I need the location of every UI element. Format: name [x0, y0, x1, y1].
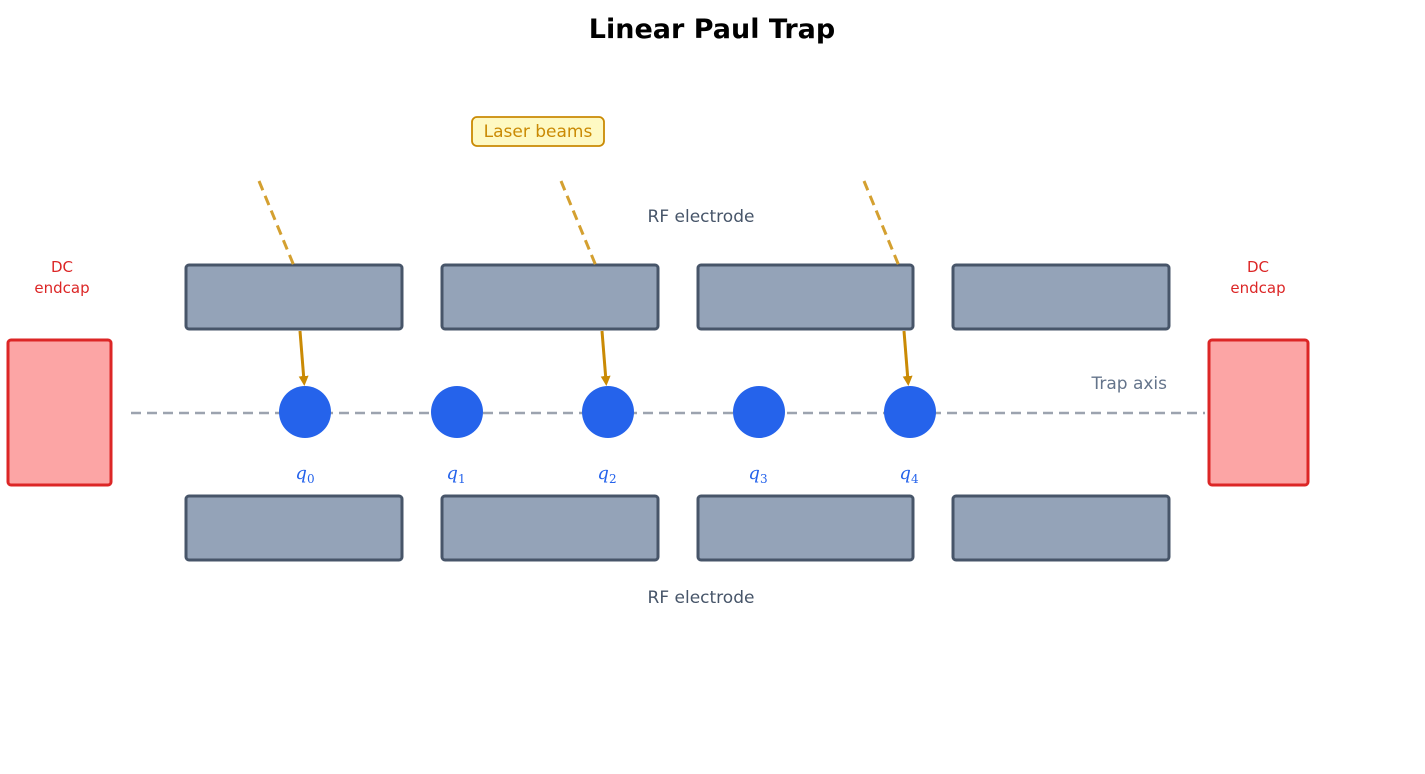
rf-electrode-top-segment: [951, 263, 1171, 331]
rf-electrode-top-label: RF electrode: [648, 207, 755, 227]
ion-q0: [279, 386, 331, 438]
laser-beam-4: [862, 180, 913, 386]
ion-label-subscript: 0: [307, 472, 315, 486]
ion-label-symbol: q: [446, 463, 458, 484]
ion-label-q0: q0: [295, 463, 314, 486]
ion-label-q3: q3: [748, 463, 767, 486]
dc-endcap-right-label-line1: DC: [1247, 258, 1269, 276]
laser-label-box: [471, 116, 605, 147]
rf-electrode-bottom-segment: [184, 494, 404, 562]
ion-q3: [733, 386, 785, 438]
laser-arrow: [902, 330, 913, 386]
rf-electrode-bottom-label: RF electrode: [648, 588, 755, 608]
ion-q4: [884, 386, 936, 438]
dc-endcap-right-label-line2: endcap: [1230, 279, 1285, 297]
laser-dashed-path: [862, 180, 901, 267]
rf-electrode-bottom-segment: [951, 494, 1171, 562]
rf-electrode-bottom-segment: [696, 494, 915, 562]
rf-electrode-top-segment: [696, 263, 915, 331]
rf-electrode-bottom-segment: [440, 494, 660, 562]
ion-label-symbol: q: [748, 463, 760, 484]
diagram-title: Linear Paul Trap: [589, 14, 835, 45]
ion-label-symbol: q: [295, 463, 307, 484]
laser-beam-0: [257, 180, 309, 386]
ion-chain: [279, 386, 936, 438]
laser-label: Laser beams: [484, 122, 593, 142]
laser-dashed-path: [559, 180, 598, 267]
laser-arrow: [298, 330, 309, 386]
dc-endcap-left-label-line1: DC: [51, 258, 73, 276]
ion-q1: [431, 386, 483, 438]
rf-electrode-top-segment: [184, 263, 404, 331]
ion-label-subscript: 1: [458, 472, 466, 486]
dc-endcap-left-label-line2: endcap: [34, 279, 89, 297]
ion-label-subscript: 3: [760, 472, 768, 486]
laser-beam-2: [559, 180, 611, 386]
rf-electrode-bottom-rail: [184, 494, 1171, 562]
ion-label-q4: q4: [899, 463, 919, 486]
ion-label-subscript: 4: [911, 472, 919, 486]
ion-label-q1: q1: [446, 463, 465, 486]
laser-dashed-path: [257, 180, 296, 267]
trap-axis-label: Trap axis: [1090, 374, 1167, 394]
ion-label-subscript: 2: [609, 472, 617, 486]
rf-electrode-top-segment: [440, 263, 660, 331]
laser-arrow: [600, 330, 611, 386]
ion-label-q2: q2: [597, 463, 616, 486]
ion-q2: [582, 386, 634, 438]
ion-label-symbol: q: [899, 463, 911, 484]
dc-endcap-left: [6, 338, 113, 487]
rf-electrode-top-rail: [184, 263, 1171, 331]
dc-endcap-right: [1207, 338, 1310, 487]
ion-label-symbol: q: [597, 463, 609, 484]
